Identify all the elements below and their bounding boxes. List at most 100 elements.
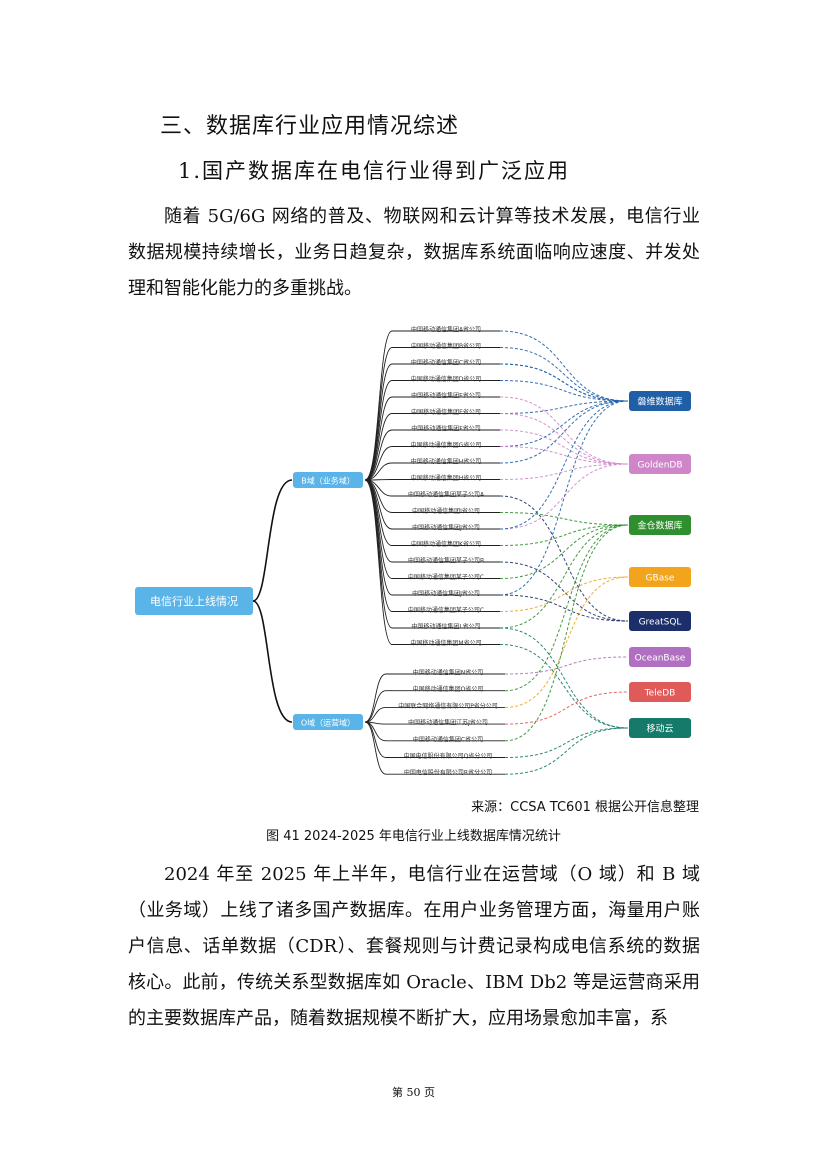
b-company-0: 中国移动通信集团A省公司 <box>411 326 481 334</box>
b-company-8: 中国移动通信集团H省公司 <box>411 458 482 466</box>
subsection-title: 1.国产数据库在电信行业得到广泛应用 <box>178 159 571 183</box>
link-b-16 <box>499 400 629 596</box>
paragraph-intro: 随着 5G/6G 网络的普及、物联网和云计算等技术发展，电信行业数据规模持续增长… <box>128 206 700 299</box>
link-b-8 <box>499 400 629 464</box>
b-company-17: 中国移动通信集团某子公司C <box>408 606 484 614</box>
link-b-18 <box>499 524 629 629</box>
paragraph-body: 2024 年至 2025 年上半年，电信行业在运营域（O 域）和 B 域（业务域… <box>128 864 700 1029</box>
edge-b-company-12 <box>364 479 500 530</box>
b-company-12: 中国移动通信集团J省公司 <box>412 524 480 532</box>
link-b-12 <box>499 463 629 530</box>
edge-b-company-3 <box>364 380 500 481</box>
db-node-4 <box>629 611 691 631</box>
db-node-0 <box>629 391 691 411</box>
page-number: 第 50 页 <box>392 1086 435 1099</box>
edge-b-company-6 <box>364 429 500 481</box>
b-company-15: 中国移动通信集团某子公司C <box>408 573 484 581</box>
edge-b-company-9 <box>364 479 500 481</box>
db-node-3-label: GBase <box>646 574 675 584</box>
o-company-6: 中国电信股份有限公司R省分公司 <box>404 769 492 777</box>
edge-b-company-2 <box>364 363 500 481</box>
b-company-10: 中国移动通信集团某子公司A <box>408 491 485 499</box>
figure-caption: 图 41 2024-2025 年电信行业上线数据库情况统计 <box>266 829 561 844</box>
b-company-16: 中国移动通信集团J省公司 <box>412 590 480 598</box>
link-b-10 <box>499 495 629 622</box>
db-node-5-label: OceanBase <box>635 654 686 664</box>
edge-b-company-19 <box>364 479 500 645</box>
o-company-5: 中国电信股份有限公司Q省分公司 <box>404 752 493 760</box>
link-b-4 <box>499 396 629 465</box>
db-node-2 <box>629 515 691 535</box>
link-extra-0 <box>499 363 629 402</box>
db-node-3 <box>629 567 691 587</box>
edge-b-company-1 <box>364 347 500 481</box>
link-b-0 <box>499 330 629 402</box>
db-node-0-label: 磐维数据库 <box>637 396 682 408</box>
edge-root-o <box>252 600 293 723</box>
b-company-19: 中国移动通信集团M省公司 <box>410 639 481 647</box>
db-node-6-label: TeleDB <box>644 689 676 699</box>
figure-source: 来源：CCSA TC601 根据公开信息整理 <box>471 800 699 815</box>
link-b-14 <box>499 561 629 622</box>
b-company-9: 中国移动通信集团H省公司 <box>411 474 482 482</box>
link-extra-4 <box>499 594 629 622</box>
b-company-13: 中国移动通信集团K省公司 <box>411 540 481 548</box>
b-company-5: 中国移动通信集团E省公司 <box>411 408 481 416</box>
edge-o-company-2 <box>364 706 505 723</box>
o-company-4: 中国移动通信集团C省公司 <box>413 735 483 743</box>
b-domain-node <box>293 472 363 488</box>
b-company-3: 中国移动通信集团D省公司 <box>411 375 482 383</box>
link-b-11 <box>499 512 629 526</box>
link-b-19 <box>499 644 629 729</box>
link-o-3 <box>504 691 629 725</box>
link-o-4 <box>504 524 629 742</box>
b-company-11: 中国移动通信集团I省公司 <box>412 507 480 515</box>
b-company-1: 中国移动通信集团B省公司 <box>411 342 481 350</box>
link-o-0 <box>504 656 629 675</box>
link-o-1 <box>504 524 629 692</box>
b-company-4: 中国移动通信集团E省公司 <box>411 392 481 400</box>
link-o-5 <box>504 727 629 758</box>
edge-o-company-1 <box>364 690 505 723</box>
b-domain-node-label: B域（业务域） <box>301 476 355 486</box>
o-company-2: 中国联合网络通信有限公司P省分公司 <box>398 702 498 710</box>
db-node-4-label: GreatSQL <box>639 618 682 628</box>
link-b-5 <box>499 400 629 414</box>
b-company-18: 中国移动通信集团L省公司 <box>411 623 480 631</box>
db-node-2-label: 金仓数据库 <box>637 520 682 532</box>
db-node-7-label: 移动云 <box>646 723 673 735</box>
edge-b-company-8 <box>364 462 500 481</box>
root-node-label: 电信行业上线情况 <box>150 594 238 608</box>
edge-o-company-0 <box>364 673 505 723</box>
link-b-6 <box>499 429 629 465</box>
section-title: 三、数据库行业应用情况综述 <box>160 114 460 139</box>
db-node-1 <box>629 454 691 474</box>
o-domain-node-label: O域（运营域） <box>301 718 355 728</box>
link-b-1 <box>499 347 629 402</box>
b-company-14: 中国移动通信集团某子公司B <box>408 557 484 565</box>
edge-b-company-5 <box>364 413 500 481</box>
o-company-0: 中国移动通信集团N省公司 <box>413 669 484 677</box>
b-company-2: 中国移动通信集团C省公司 <box>411 359 481 367</box>
link-extra-1 <box>499 413 629 465</box>
db-node-1-label: GoldenDB <box>637 461 682 471</box>
db-node-5 <box>629 647 691 667</box>
o-company-1: 中国移动通信集团O省公司 <box>413 685 484 693</box>
link-b-7 <box>499 400 629 447</box>
link-o-2 <box>504 576 629 708</box>
db-node-7 <box>629 718 691 738</box>
edge-root-b <box>252 479 293 602</box>
link-b-9 <box>499 463 629 480</box>
b-company-7: 中国移动通信集团G省公司 <box>411 441 482 449</box>
edge-b-company-4 <box>364 396 500 481</box>
link-b-17 <box>499 576 629 612</box>
o-company-3: 中国移动通信集团江苏J省公司 <box>408 719 488 727</box>
link-extra-2 <box>499 446 629 465</box>
link-b-13 <box>499 524 629 546</box>
link-o-6 <box>504 727 629 775</box>
edge-b-company-7 <box>364 446 500 481</box>
link-b-15 <box>499 524 629 579</box>
link-extra-3 <box>499 400 629 530</box>
b-company-6: 中国移动通信集团F省公司 <box>411 425 480 433</box>
